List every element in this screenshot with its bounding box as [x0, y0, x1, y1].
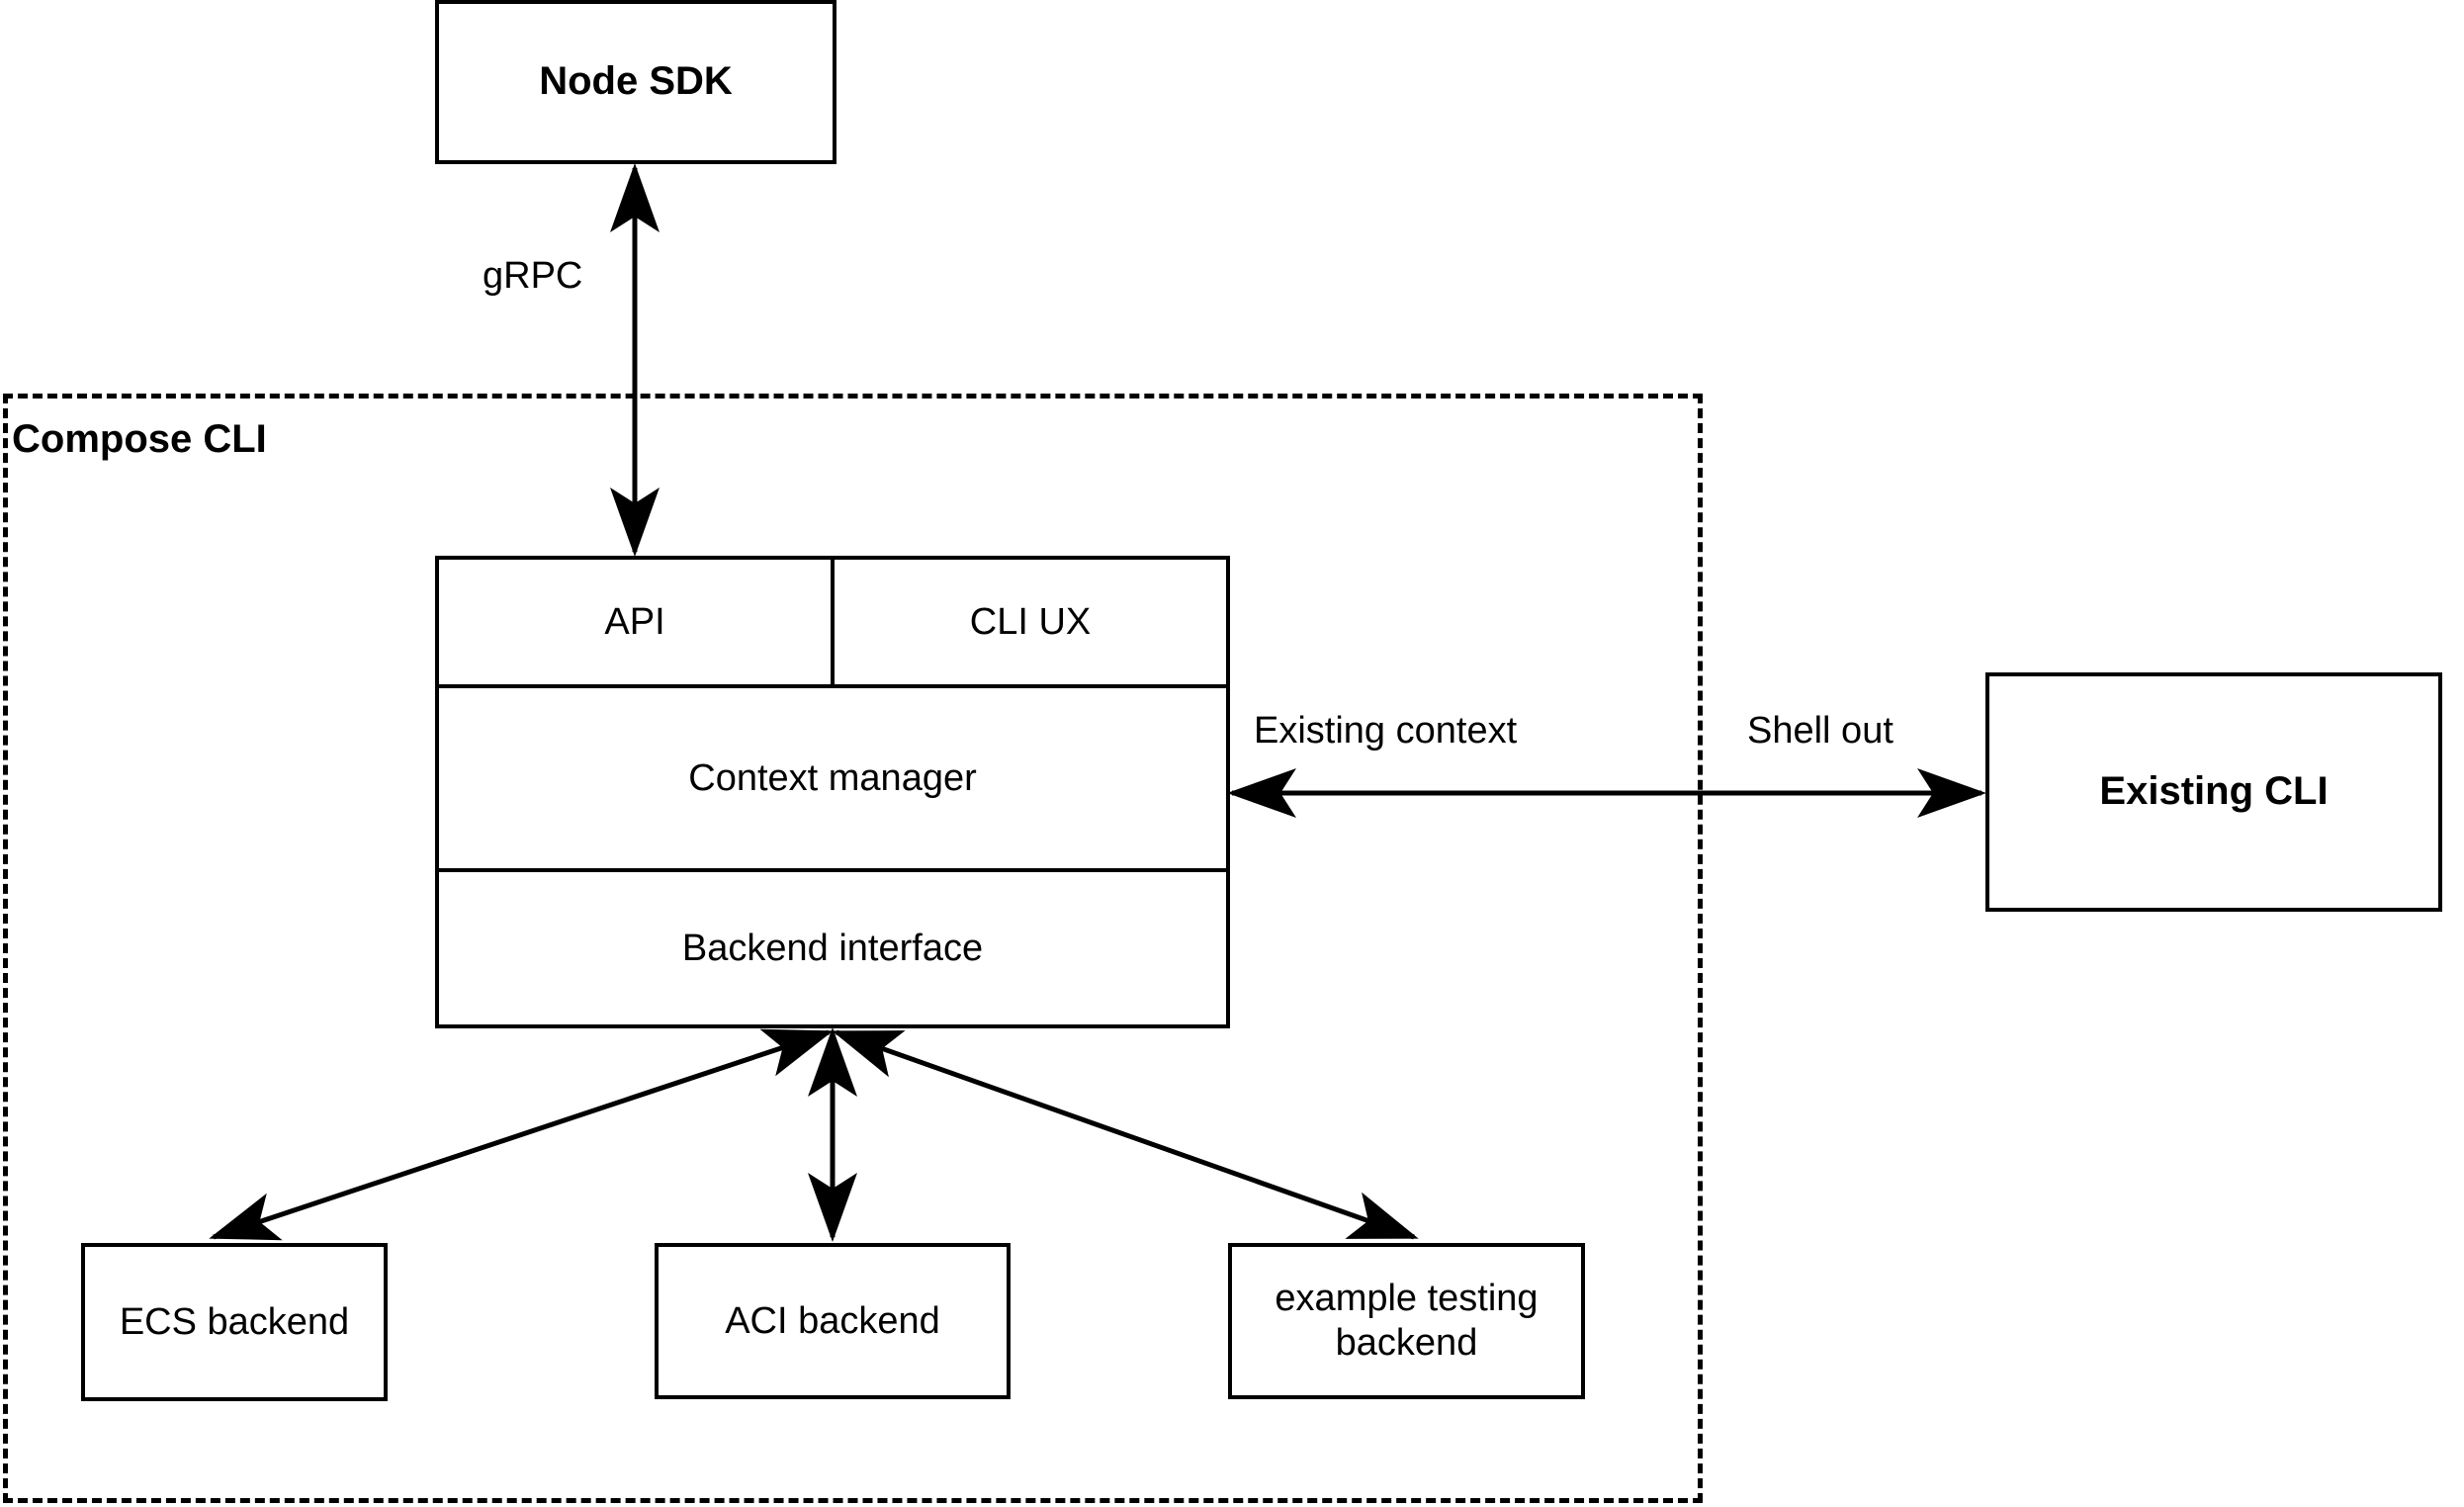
node-example-testing-backend-label: example testing backend — [1275, 1278, 1539, 1364]
node-cli-ux-label: CLI UX — [969, 600, 1092, 643]
node-ecs-backend-label: ECS backend — [119, 1300, 350, 1343]
node-node-sdk: Node SDK — [435, 0, 836, 164]
node-context-manager-label: Context manager — [688, 756, 977, 799]
node-existing-cli-label: Existing CLI — [2099, 769, 2329, 814]
edge-label-shell-out: Shell out — [1747, 710, 1893, 752]
node-context-manager: Context manager — [435, 684, 1230, 872]
compose-cli-stack: API CLI UX Context manager Backend inter… — [435, 556, 1230, 1028]
node-existing-cli: Existing CLI — [1985, 672, 2442, 912]
node-aci-backend-label: ACI backend — [725, 1299, 940, 1342]
node-backend-interface: Backend interface — [435, 868, 1230, 1028]
edge-label-existing-context: Existing context — [1254, 710, 1518, 752]
node-backend-interface-label: Backend interface — [681, 927, 984, 969]
node-node-sdk-label: Node SDK — [539, 59, 733, 104]
node-cli-ux: CLI UX — [831, 556, 1230, 688]
node-api-label: API — [604, 600, 665, 643]
group-compose-cli-title: Compose CLI — [12, 417, 267, 461]
group-compose-cli — [3, 394, 1703, 1503]
edge-label-grpc: gRPC — [483, 255, 583, 297]
node-aci-backend: ACI backend — [655, 1243, 1011, 1399]
node-api: API — [435, 556, 835, 688]
node-ecs-backend: ECS backend — [81, 1243, 388, 1401]
node-example-testing-backend: example testing backend — [1228, 1243, 1585, 1399]
